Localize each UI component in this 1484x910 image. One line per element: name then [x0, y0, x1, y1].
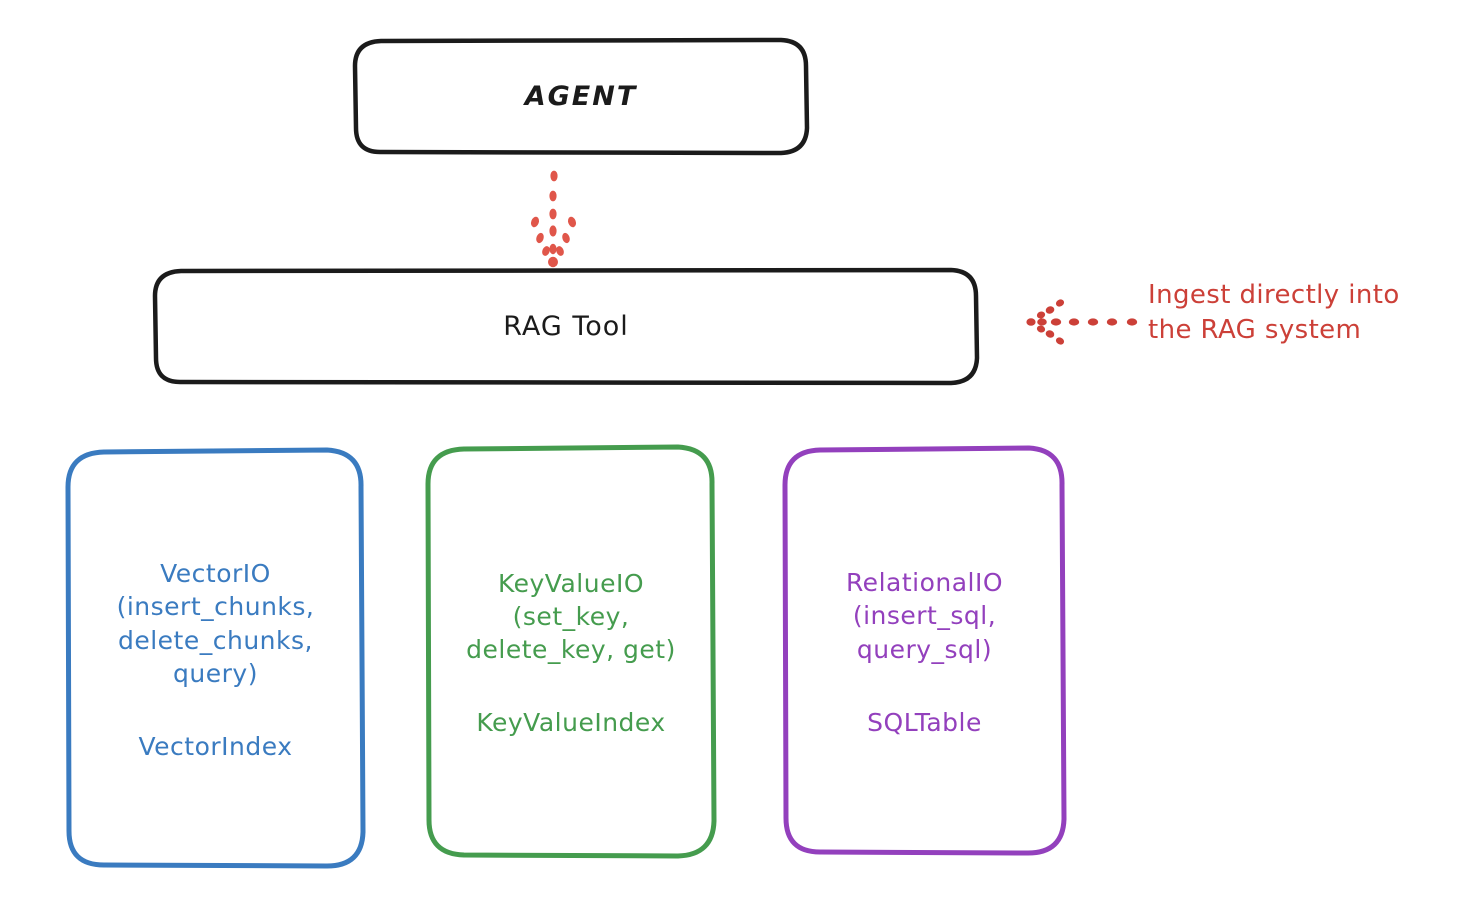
- vector-io-node[interactable]: VectorIO (insert_chunks, delete_chunks, …: [68, 450, 363, 868]
- vector-io-node-label: VectorIO (insert_chunks, delete_chunks, …: [116, 559, 315, 688]
- ingest-annotation-text: Ingest directly into the RAG system: [1148, 280, 1400, 346]
- rag-tool-node[interactable]: RAG Tool: [155, 270, 977, 384]
- rag-tool-node-label: RAG Tool: [503, 310, 629, 342]
- key-value-io-node[interactable]: KeyValueIO (set_key, delete_key, get) Ke…: [428, 447, 714, 857]
- relational-io-node-label: RelationalIO (insert_sql, query_sql): [845, 568, 1004, 664]
- agent-to-rag-connector: [530, 170, 577, 268]
- key-value-io-box-shape: [425, 444, 717, 859]
- vector-index-label: VectorIndex: [138, 732, 293, 761]
- agent-node-label: AGENT: [524, 80, 638, 112]
- relational-io-box-shape: [782, 445, 1067, 856]
- key-value-index-label: KeyValueIndex: [476, 708, 666, 738]
- rag-tool-box-shape: [152, 267, 980, 386]
- vector-io-box-shape: [65, 447, 366, 869]
- relational-io-node[interactable]: RelationalIO (insert_sql, query_sql) SQL…: [785, 448, 1064, 855]
- sql-table-label: SQLTable: [867, 707, 982, 737]
- agent-box-shape: [352, 37, 810, 156]
- ingest-to-rag-connector: [1026, 299, 1138, 345]
- agent-node[interactable]: AGENT: [355, 40, 807, 154]
- key-value-io-node-label: KeyValueIO (set_key, delete_key, get): [466, 568, 676, 665]
